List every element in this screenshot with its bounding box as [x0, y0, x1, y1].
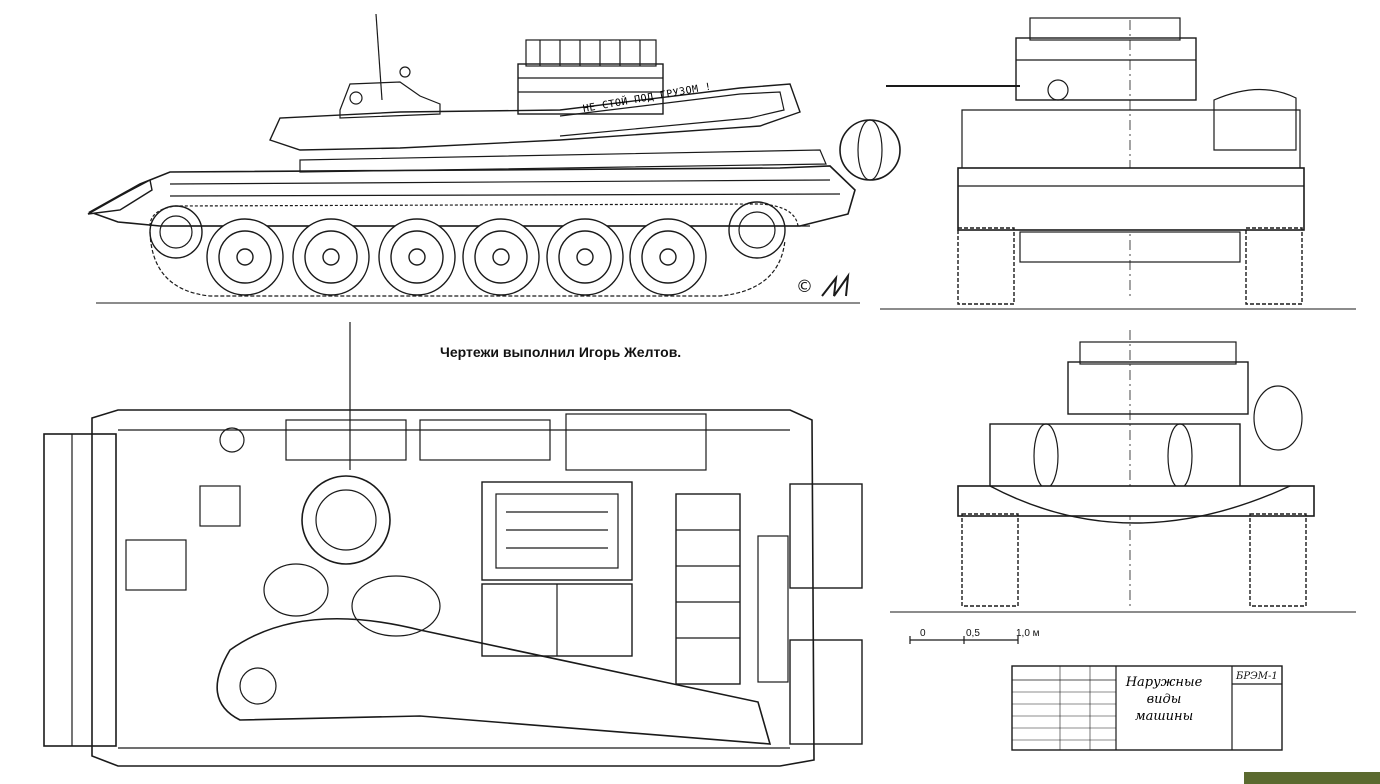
title-line: машины	[1134, 709, 1194, 724]
drawing-credit: Чертежи выполнил Игорь Желтов.	[440, 344, 682, 360]
scale-label-0: 0	[920, 628, 926, 639]
title-block	[1011, 665, 1283, 751]
scale-label-1-0: 1,0 м	[1016, 628, 1040, 639]
scale-bar	[909, 636, 1019, 644]
scale-label-0-5: 0,5	[966, 628, 980, 639]
side-view	[87, 13, 901, 304]
title-line: виды	[1146, 692, 1182, 707]
rear-view	[890, 330, 1356, 613]
title-block-designation: БРЭМ-1	[1236, 671, 1278, 682]
corner-strip	[1244, 772, 1380, 784]
front-view	[880, 17, 1356, 310]
title-line: Наружные	[1125, 675, 1203, 690]
top-view	[43, 322, 863, 767]
title-block-title: Наружные виды машины	[1118, 674, 1210, 725]
copyright-mark: ©	[796, 277, 813, 297]
